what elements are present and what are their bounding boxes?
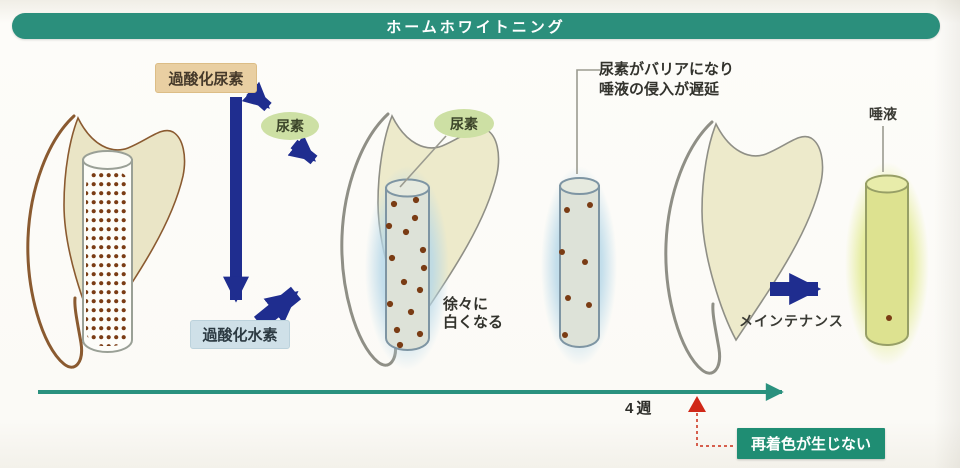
label-urea-2: 尿素	[434, 109, 494, 138]
note-urea-barrier: 尿素がバリアになり 唾液の侵入が遅延	[599, 60, 734, 100]
page-title: ホームホワイトニング	[386, 18, 566, 36]
down-right-arrow-icon	[241, 81, 272, 112]
red-up-arrow-icon	[688, 396, 706, 412]
title-bar: ホームホワイトニング	[12, 13, 940, 39]
label-hydrogen-peroxide: 過酸化水素	[190, 320, 290, 349]
white-tooth	[664, 120, 825, 375]
note-line: 唾液の侵入が遅延	[599, 81, 720, 98]
label-urea: 尿素	[261, 112, 319, 140]
restain-connector-line	[696, 413, 734, 447]
note-line: 徐々に	[443, 296, 489, 313]
no-restain-badge: 再着色が生じない	[737, 428, 885, 459]
note-line: 白くなる	[443, 314, 504, 331]
label-maintenance: メインテナンス	[739, 313, 844, 329]
down-right-arrow-icon-2	[287, 135, 318, 165]
barrier-leader-line	[576, 69, 600, 174]
up-right-arrow-icon	[253, 286, 302, 330]
label-carbamide-peroxide: 過酸化尿素	[155, 63, 257, 93]
stain-cylinder-partial	[385, 178, 430, 351]
label-saliva: 唾液	[869, 106, 897, 122]
stain-cylinder-dense	[82, 150, 133, 353]
timeline-week-label: 4週	[625, 400, 655, 417]
note-line: 尿素がバリアになり	[599, 61, 735, 78]
maintenance-cylinder	[865, 174, 909, 346]
urea-leader-line	[399, 135, 447, 188]
barrier-cylinder	[559, 177, 600, 348]
note-gradually-whiter: 徐々に 白くなる	[443, 296, 503, 332]
